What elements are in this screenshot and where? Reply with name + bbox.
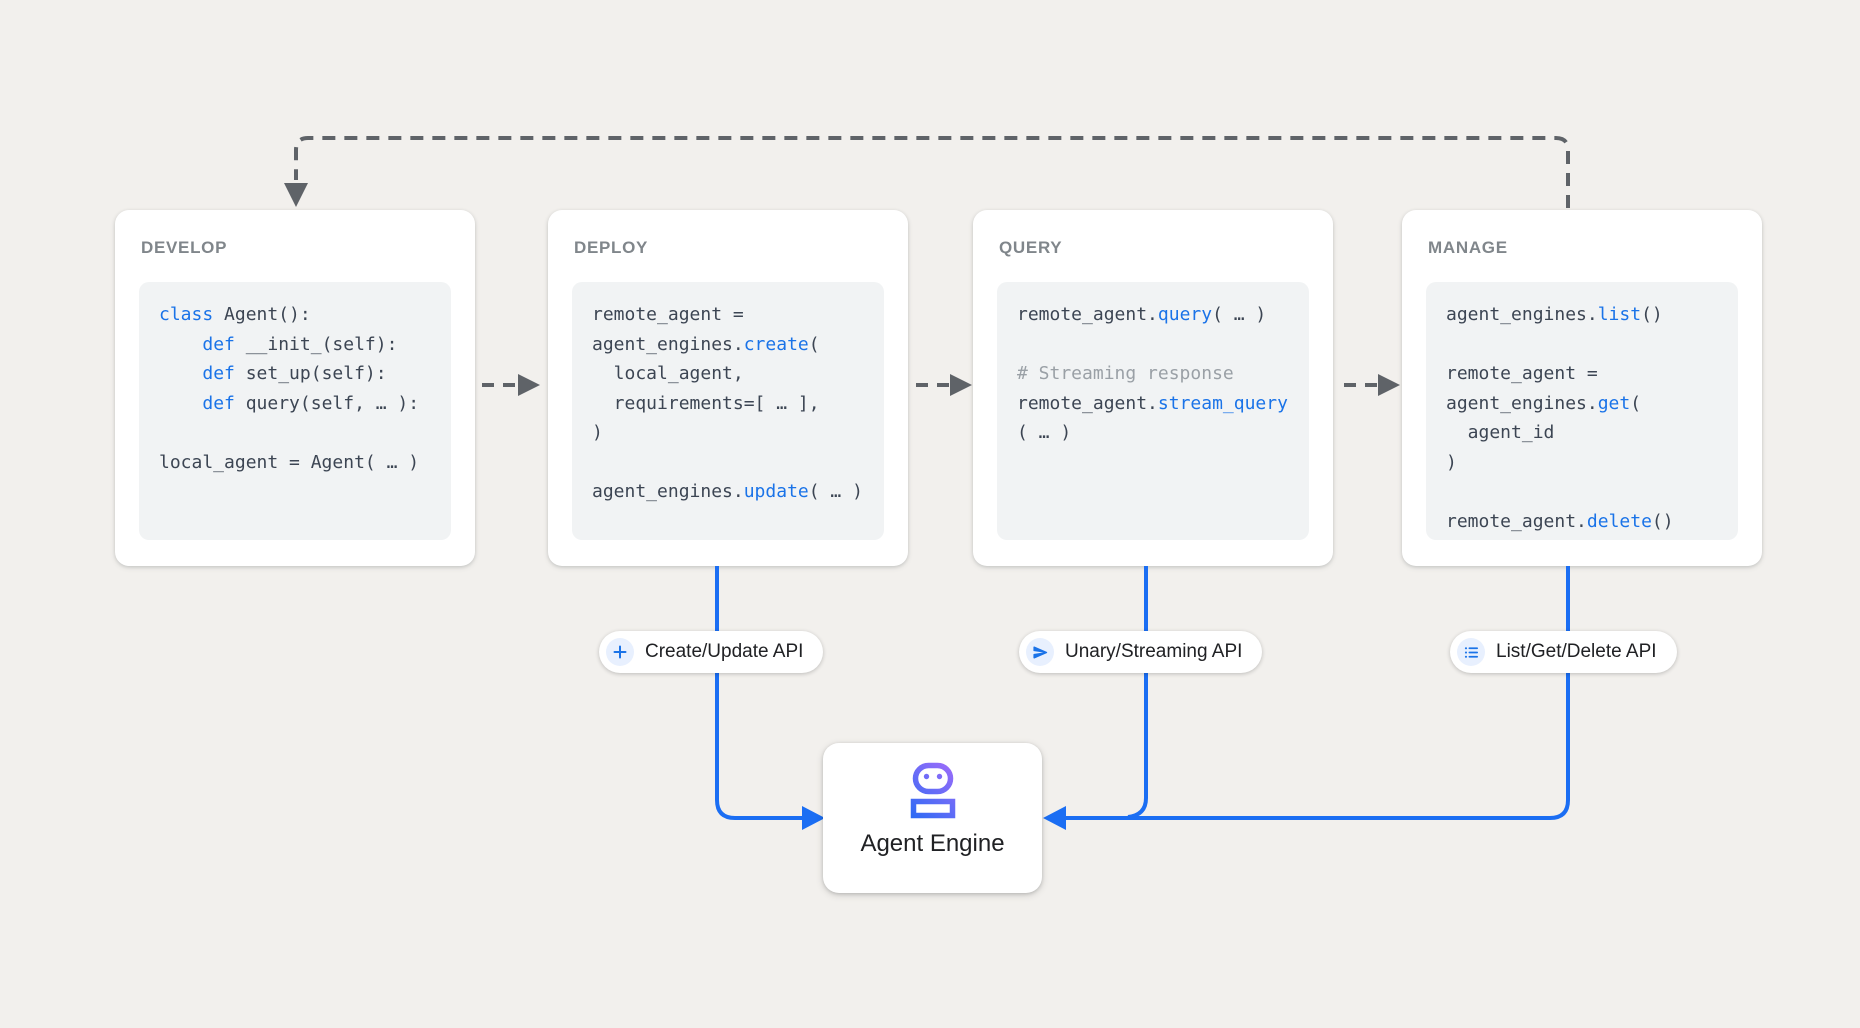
code-block-manage: agent_engines.list() remote_agent = agent… <box>1426 282 1738 540</box>
code-line: local_agent = Agent( … ) <box>159 451 420 473</box>
arrowhead-deploy-query-icon <box>950 374 972 396</box>
arrowhead-develop-deploy-icon <box>518 374 540 396</box>
arrowhead-query-manage-icon <box>1378 374 1400 396</box>
code-line: local_agent, <box>592 363 744 384</box>
code-line: agent_engines.update( … ) <box>592 481 863 502</box>
chip-label: Create/Update API <box>645 641 804 662</box>
chip-create-update-api: Create/Update API <box>599 631 824 673</box>
code-line: requirements=[ … ], <box>592 392 820 414</box>
agent-engine-label: Agent Engine <box>860 830 1005 857</box>
code-line <box>1017 330 1297 360</box>
code-line: # Streaming response <box>1017 363 1234 384</box>
card-title-develop: DEVELOP <box>141 238 228 257</box>
code-line: remote_agent = <box>1446 363 1598 384</box>
code-line <box>592 448 872 478</box>
send-icon <box>1026 638 1054 666</box>
code-line: agent_id <box>1446 422 1555 443</box>
code-line: class Agent(): <box>159 304 311 325</box>
card-title-manage: MANAGE <box>1428 238 1508 257</box>
code-line: def query(self, … ): <box>202 392 420 414</box>
card-query: QUERY remote_agent.query( … ) # Streamin… <box>973 210 1333 566</box>
arrowhead-engine-left-icon <box>802 806 825 830</box>
code-line <box>159 418 439 448</box>
line-query-to-engine <box>1127 566 1148 819</box>
plus-icon <box>606 638 634 666</box>
chip-list-get-delete-api: List/Get/Delete API <box>1450 631 1677 673</box>
card-deploy: DEPLOY remote_agent = agent_engines.creat… <box>548 210 908 566</box>
card-title-query: QUERY <box>999 238 1063 257</box>
line-manage-to-engine <box>1066 566 1570 820</box>
agent-engine-node: Agent Engine <box>823 743 1042 893</box>
robot-icon <box>907 760 959 822</box>
code-line: ( … ) <box>1017 422 1072 443</box>
code-line: ) <box>592 422 603 443</box>
loop-dashed-line <box>294 136 1570 208</box>
line-deploy-to-engine <box>715 566 802 820</box>
chip-label: List/Get/Delete API <box>1496 641 1657 662</box>
code-block-query: remote_agent.query( … ) # Streaming resp… <box>997 282 1309 540</box>
card-title-deploy: DEPLOY <box>574 238 649 257</box>
code-block-develop: class Agent(): def __init_(self): def se… <box>139 282 451 540</box>
code-line <box>1446 330 1726 360</box>
code-line: agent_engines.list() <box>1446 304 1663 325</box>
list-icon <box>1457 638 1485 666</box>
arrowhead-engine-right-icon <box>1043 806 1066 830</box>
card-develop: DEVELOP class Agent(): def __init_(self)… <box>115 210 475 566</box>
code-block-deploy: remote_agent = agent_engines.create( loca… <box>572 282 884 540</box>
code-line: agent_engines.get( <box>1446 392 1642 414</box>
code-line <box>1446 477 1726 507</box>
card-manage: MANAGE agent_engines.list() remote_agent… <box>1402 210 1762 566</box>
code-line: agent_engines.create( <box>592 333 820 355</box>
code-line: def __init_(self): <box>202 333 398 355</box>
code-line: remote_agent.query( … ) <box>1017 304 1267 325</box>
code-line: remote_agent.delete() <box>1446 510 1674 532</box>
chip-unary-streaming-api: Unary/Streaming API <box>1019 631 1263 673</box>
chip-label: Unary/Streaming API <box>1065 641 1243 662</box>
code-line: def set_up(self): <box>202 363 387 384</box>
code-line: remote_agent = <box>592 304 744 325</box>
code-line: ) <box>1446 451 1457 473</box>
code-line: remote_agent.stream_query <box>1017 392 1288 414</box>
loop-arrowhead-icon <box>284 183 308 207</box>
